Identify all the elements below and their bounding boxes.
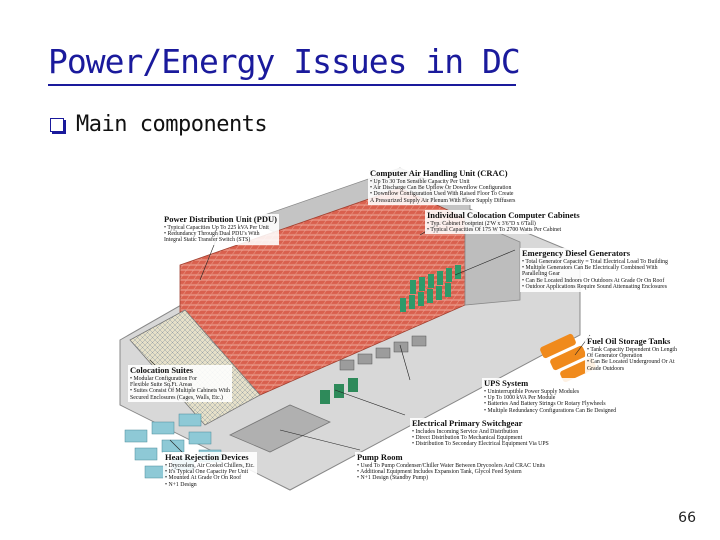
callout-heat-rejection: Heat Rejection Devices • Drycoolers, Air… — [163, 452, 257, 490]
page-number: 66 — [678, 510, 696, 526]
ups-and-switchgear — [320, 335, 427, 404]
diesel-generators — [400, 265, 461, 312]
title-underline — [48, 84, 516, 86]
callout-fuel-tanks: Fuel Oil Storage Tanks • Tank Capacity D… — [585, 336, 679, 374]
bullet-item: Main components — [50, 112, 268, 137]
bullet-text: Main components — [76, 112, 268, 137]
callout-pump-room: Pump Room • Used To Pump Condenser/Chill… — [355, 452, 548, 483]
callout-pdu: Power Distribution Unit (PDU) • Typical … — [162, 214, 279, 245]
callout-colocation: Colocation Suites • Modular Configuratio… — [128, 365, 232, 403]
callout-switchgear: Electrical Primary Switchgear • Includes… — [410, 418, 551, 449]
square-bullet-icon — [50, 117, 64, 132]
callout-cabinets: Individual Colocation Computer Cabinets … — [425, 210, 582, 235]
callout-crac: Computer Air Handling Unit (CRAC) • Up T… — [368, 168, 518, 206]
slide-title: Power/Energy Issues in DC — [48, 42, 521, 81]
callout-ups: UPS System • Uninterruptible Power Suppl… — [482, 378, 619, 416]
pump-room — [229, 404, 331, 453]
callout-generators: Emergency Diesel Generators • Total Gene… — [520, 248, 670, 292]
